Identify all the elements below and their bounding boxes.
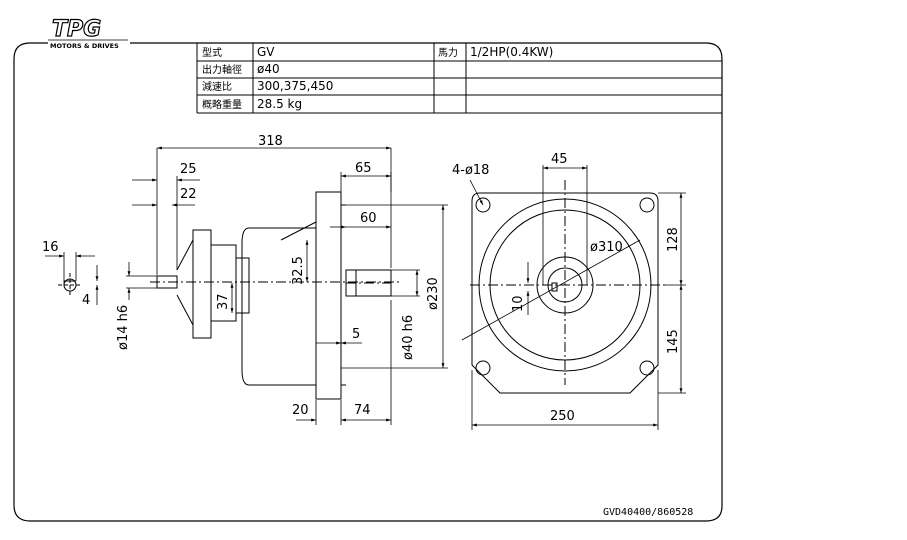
dim-25: 25 [180, 162, 197, 177]
spec-table-text: 型式 GV 出力軸徑 ø40 減速比 300,375,450 概略重量 28.5… [202, 45, 553, 111]
value-ratio: 300,375,450 [257, 79, 333, 93]
label-ratio: 減速比 [202, 80, 232, 93]
front-dims [461, 165, 686, 430]
dim-16: 16 [42, 240, 59, 255]
dim-310: ø310 [590, 240, 623, 255]
side-dim-labels: 318 25 22 16 4 ø14 h6 65 60 32.5 37 5 ø4… [42, 134, 441, 418]
dim-40h6: ø40 h6 [401, 315, 416, 360]
dim-250: 250 [550, 409, 575, 424]
dim-230: ø230 [426, 277, 441, 310]
side-view [58, 191, 400, 400]
dim-holes: 4-ø18 [452, 163, 489, 178]
dim-145: 145 [666, 329, 681, 354]
svg-text:TPG: TPG [52, 17, 101, 42]
front-view [470, 180, 665, 394]
value-shaft: ø40 [257, 62, 280, 76]
dim-74: 74 [354, 403, 371, 418]
label-shaft: 出力軸徑 [202, 63, 242, 76]
label-power: 馬力 [438, 46, 458, 59]
side-dims [45, 146, 448, 425]
logo: TPG MOTORS & DRIVES [48, 16, 128, 50]
svg-text:MOTORS & DRIVES: MOTORS & DRIVES [50, 42, 119, 50]
label-model: 型式 [202, 46, 222, 59]
dim-20: 20 [292, 403, 309, 418]
dim-37: 37 [216, 293, 231, 310]
dim-4: 4 [82, 293, 90, 308]
dim-10: 10 [511, 295, 526, 312]
front-dim-labels: 4-ø18 45 ø310 128 10 145 250 [452, 152, 681, 424]
dim-32-5: 32.5 [291, 256, 306, 285]
value-model: GV [257, 45, 275, 59]
dim-318: 318 [258, 134, 283, 149]
drawing-code: GVD40400/860528 [603, 507, 693, 518]
dim-45: 45 [551, 152, 568, 167]
value-power: 1/2HP(0.4KW) [470, 45, 553, 59]
label-weight: 概略重量 [202, 98, 242, 111]
dim-128: 128 [666, 227, 681, 252]
dim-22: 22 [180, 187, 197, 202]
sheet-border [13, 42, 723, 522]
dim-65: 65 [355, 161, 372, 176]
dim-14h6: ø14 h6 [116, 305, 131, 350]
dim-60: 60 [360, 211, 377, 226]
dim-5: 5 [352, 327, 360, 342]
spec-table [196, 43, 722, 114]
value-weight: 28.5 kg [257, 97, 302, 111]
